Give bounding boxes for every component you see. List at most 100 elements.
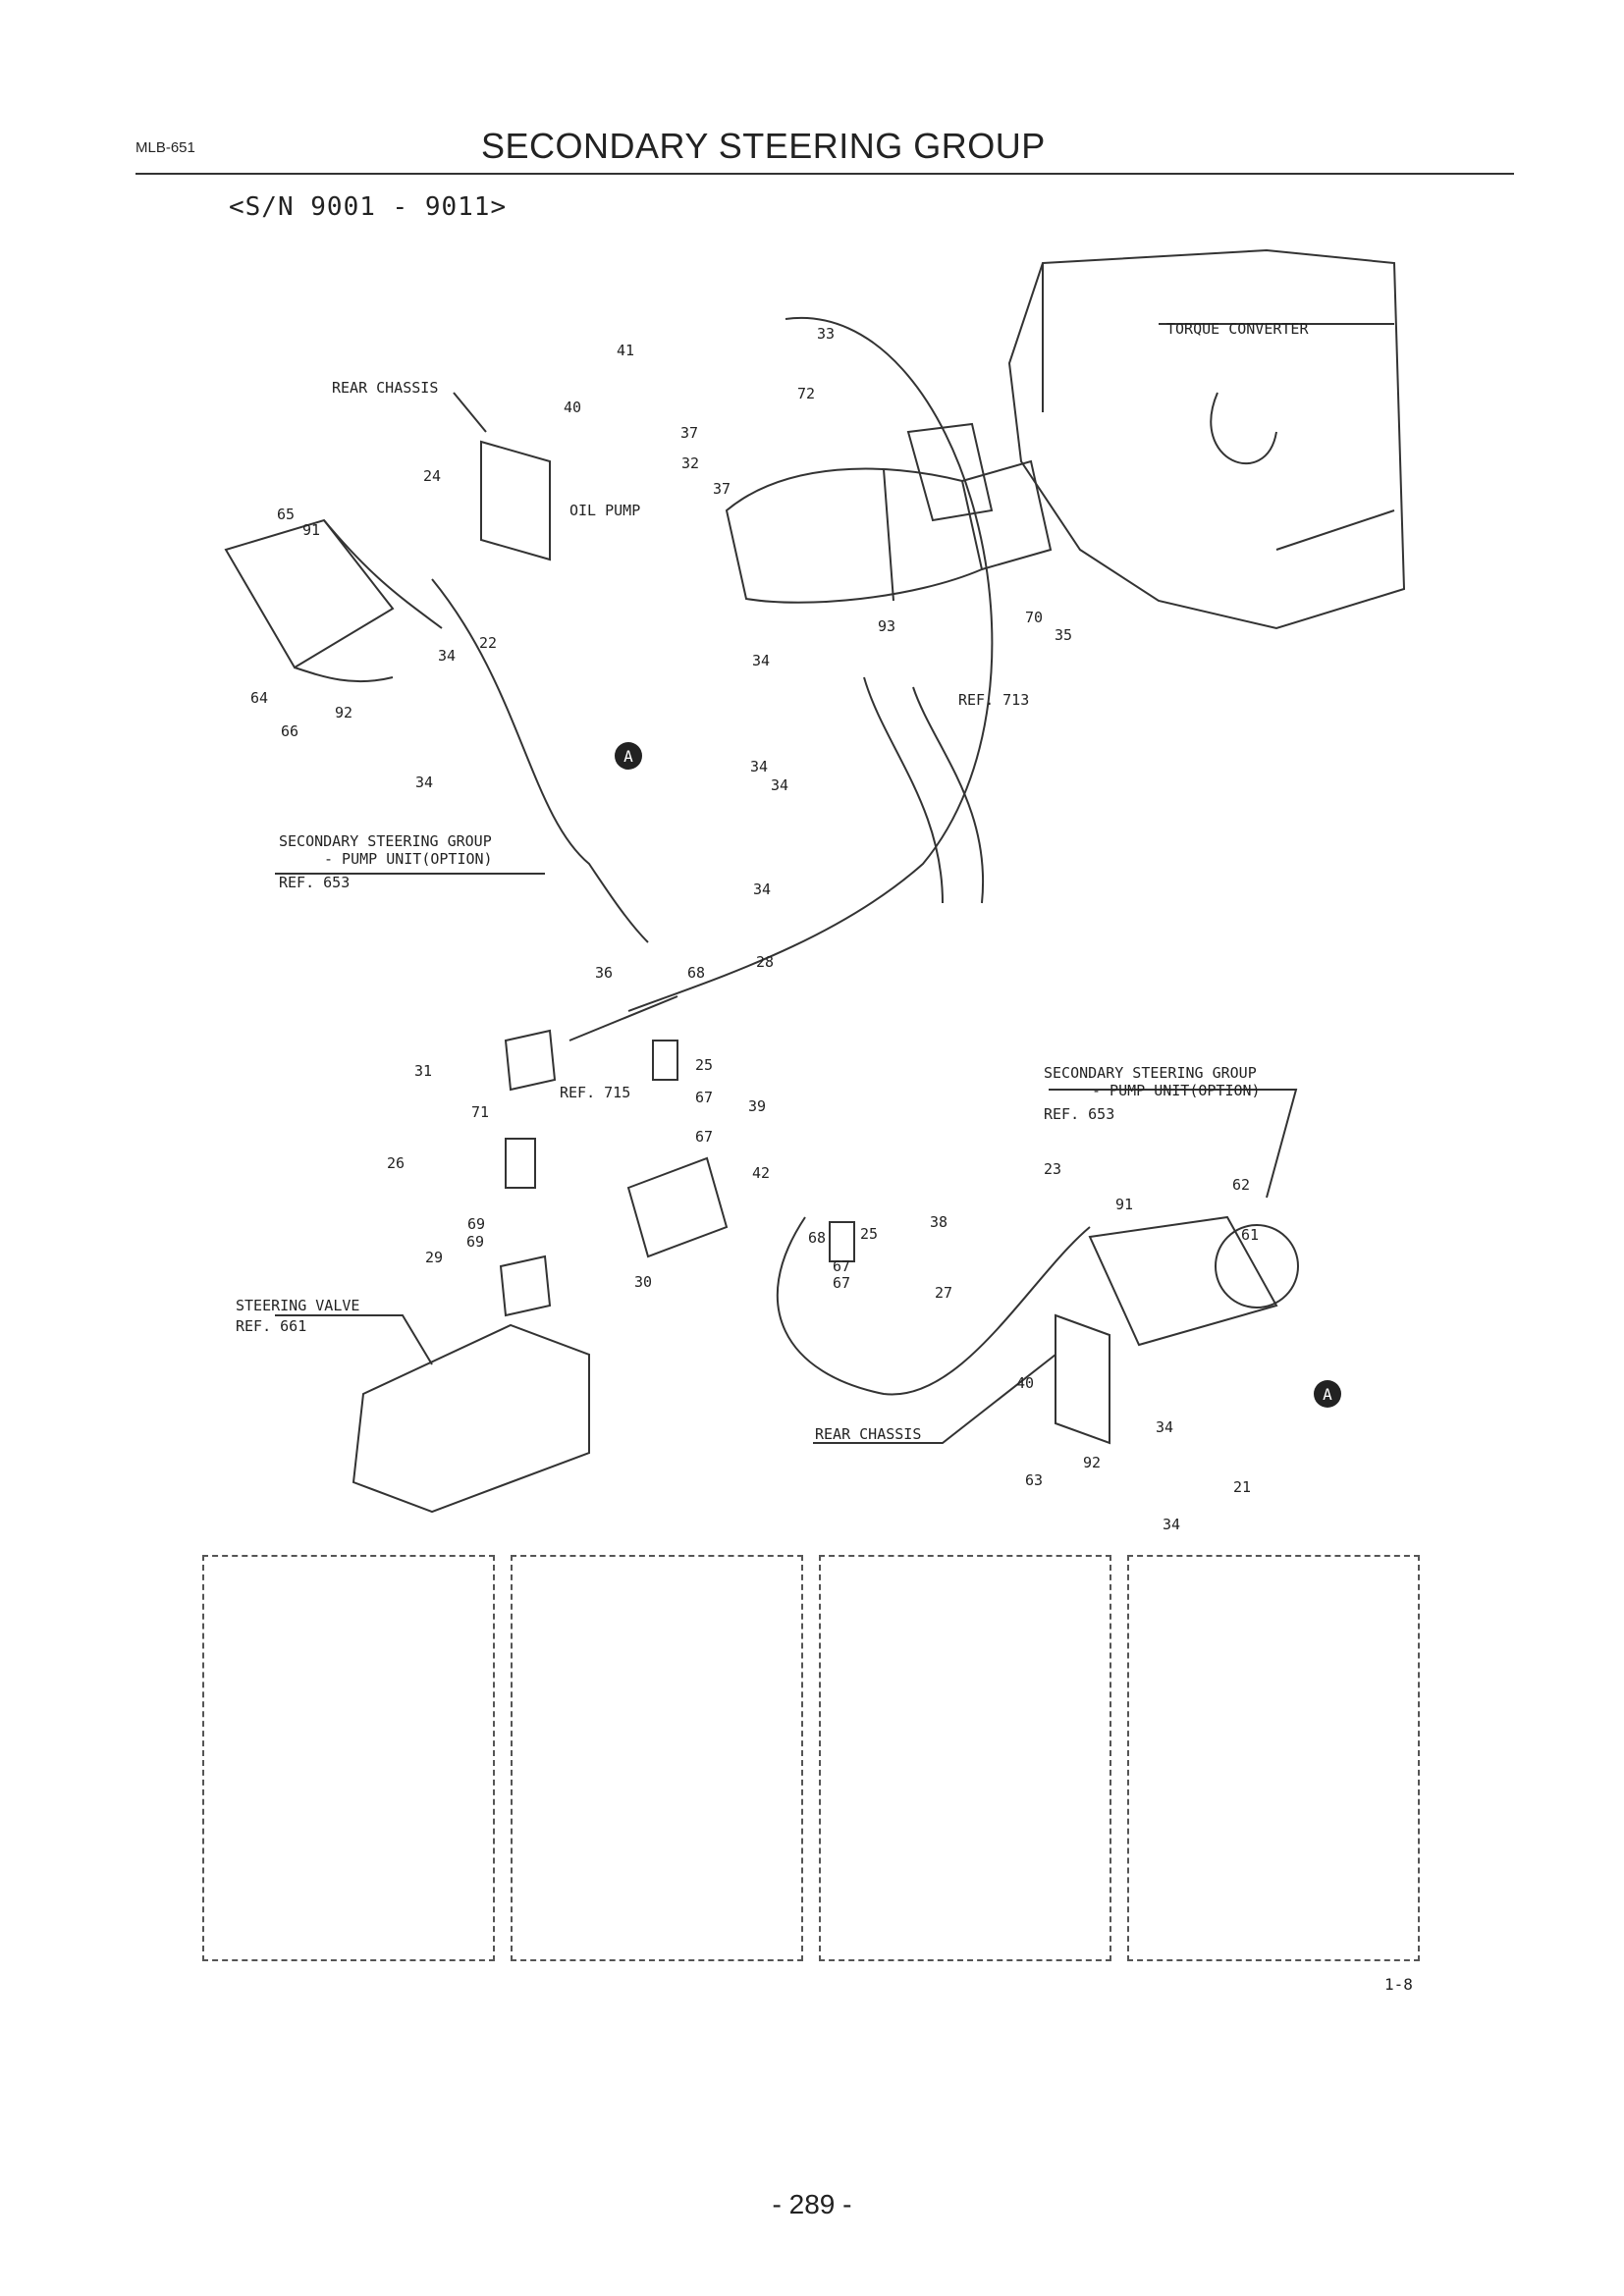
oil-pump-body	[725, 467, 984, 604]
label-rear-chassis-top: REAR CHASSIS	[332, 379, 438, 397]
part-callout: 27	[935, 1284, 952, 1302]
part-callout: 35	[1055, 626, 1072, 644]
note-box	[819, 1555, 1111, 1961]
part-callout: 29	[425, 1249, 443, 1266]
part-callout: 41	[617, 342, 634, 359]
label-rear-chassis-bottom: REAR CHASSIS	[815, 1425, 921, 1443]
part-callout: 32	[681, 454, 699, 472]
rear-chassis-plate-bottom	[1055, 1313, 1110, 1445]
part-callout: 34	[1156, 1418, 1173, 1436]
part-callout: 26	[387, 1154, 405, 1172]
fitting-25-upper	[652, 1040, 678, 1081]
fitting-26	[505, 1138, 536, 1189]
part-callout: 61	[1241, 1226, 1259, 1244]
part-callout: 28	[756, 953, 774, 971]
part-callout: 39	[748, 1097, 766, 1115]
part-callout: 62	[1232, 1176, 1250, 1194]
label-ref-653-left: REF. 653	[279, 874, 350, 891]
part-callout: 72	[797, 385, 815, 402]
part-callout: 67	[695, 1128, 713, 1146]
part-callout: 31	[414, 1062, 432, 1080]
sheet-code: 1-8	[1384, 1975, 1413, 1994]
label-steering-valve: STEERING VALVE	[236, 1297, 359, 1314]
marker-a-left: A	[615, 742, 642, 770]
part-callout: 93	[878, 617, 895, 635]
part-callout: 67	[833, 1274, 850, 1292]
part-callout: 69	[466, 1233, 484, 1251]
note-box	[202, 1555, 495, 1961]
hose-36	[568, 995, 678, 1041]
part-callout: 34	[750, 758, 768, 775]
part-callout: 34	[438, 647, 456, 665]
part-callout: 91	[1115, 1196, 1133, 1213]
label-torque-converter: TORQUE CONVERTER	[1166, 320, 1309, 338]
part-callout: 34	[415, 774, 433, 791]
pump-gasket	[906, 422, 994, 522]
part-callout: 66	[281, 722, 298, 740]
part-callout: 23	[1044, 1160, 1061, 1178]
elbow-fitting-31	[504, 1029, 557, 1092]
label-pump-unit-right-1: SECONDARY STEERING GROUP	[1044, 1064, 1257, 1082]
part-callout: 67	[695, 1089, 713, 1106]
hose-bottom	[776, 1216, 1091, 1396]
torque-converter-housing	[1007, 248, 1406, 630]
left-pump-motor	[224, 518, 395, 669]
part-callout: 37	[713, 480, 731, 498]
part-callout: 24	[423, 467, 441, 485]
serial-number-range: <S/N 9001 - 9011>	[229, 192, 508, 222]
part-callout: 25	[860, 1225, 878, 1243]
part-callout: 30	[634, 1273, 652, 1291]
elbow-fitting-29	[499, 1255, 552, 1317]
part-callout: 65	[277, 506, 295, 523]
part-callout: 71	[471, 1103, 489, 1121]
right-pump-motor	[1088, 1215, 1278, 1347]
part-callout: 33	[817, 325, 835, 343]
part-callout: 36	[595, 964, 613, 982]
label-ref-715: REF. 715	[560, 1084, 630, 1101]
part-callout: 22	[479, 634, 497, 652]
note-box	[511, 1555, 803, 1961]
page-number: - 289 -	[772, 2189, 852, 2219]
hose-loop-main	[627, 316, 994, 1012]
part-callout: 42	[752, 1164, 770, 1182]
flow-control-block	[626, 1156, 729, 1258]
marker-a-right: A	[1314, 1380, 1341, 1408]
rear-chassis-plate-top	[480, 440, 551, 561]
part-callout: 34	[1163, 1516, 1180, 1531]
part-callout: 70	[1025, 609, 1043, 626]
svg-text:A: A	[1323, 1385, 1332, 1404]
part-callout: 34	[771, 776, 788, 794]
part-callout: 37	[680, 424, 698, 442]
part-callout: 69	[467, 1215, 485, 1233]
part-callout: 34	[753, 881, 771, 898]
part-callout: 68	[808, 1229, 826, 1247]
part-callout: 92	[1083, 1454, 1101, 1471]
fitting-25-lower	[829, 1221, 855, 1262]
part-callout: 34	[752, 652, 770, 669]
exploded-parts-diagram: A A TORQUE CONVERTER REAR CHASSIS OIL PU…	[224, 248, 1406, 1531]
steering-valve-body	[352, 1323, 590, 1514]
label-oil-pump: OIL PUMP	[569, 502, 640, 519]
label-ref-661: REF. 661	[236, 1317, 306, 1335]
label-pump-unit-right-2: - PUMP UNIT(OPTION)	[1092, 1082, 1261, 1099]
part-callout: 21	[1233, 1478, 1251, 1496]
label-pump-unit-left-2: - PUMP UNIT(OPTION)	[324, 850, 493, 868]
part-callout: 91	[302, 521, 320, 539]
label-ref-713: REF. 713	[958, 691, 1029, 709]
part-callout: 92	[335, 704, 352, 721]
part-callout: 68	[687, 964, 705, 982]
label-ref-653-right: REF. 653	[1044, 1105, 1114, 1123]
part-callout: 40	[564, 399, 581, 416]
label-pump-unit-left-1: SECONDARY STEERING GROUP	[279, 832, 492, 850]
part-callout: 25	[695, 1056, 713, 1074]
svg-text:A: A	[623, 747, 633, 766]
part-callout: 38	[930, 1213, 947, 1231]
header-rule	[135, 173, 1514, 175]
suction-hose	[863, 676, 985, 904]
page-title: SECONDARY STEERING GROUP	[481, 126, 1046, 166]
part-callout: 63	[1025, 1471, 1043, 1489]
hose-left	[431, 578, 649, 943]
part-callout: 40	[1016, 1374, 1034, 1392]
note-box	[1127, 1555, 1420, 1961]
notes-grid	[202, 1555, 1422, 1961]
